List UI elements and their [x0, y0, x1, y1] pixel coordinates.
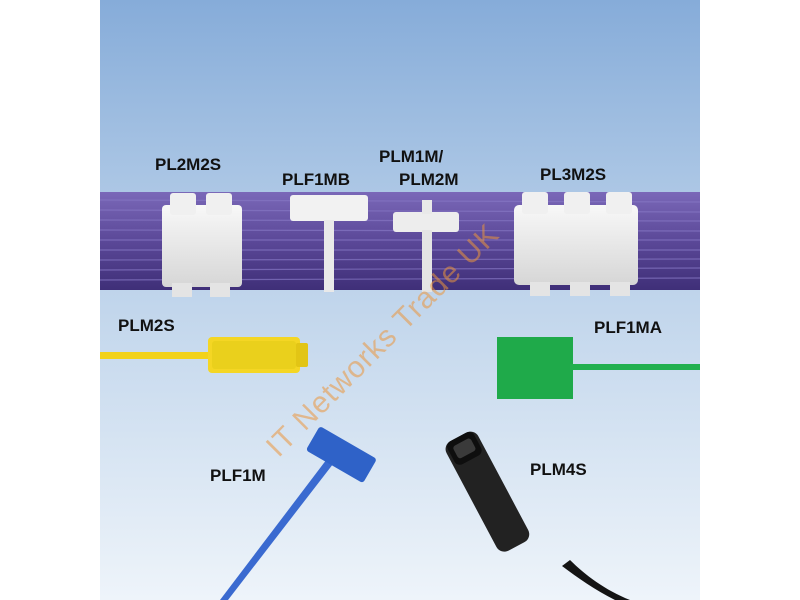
label-plf1mb: PLF1MB [282, 170, 350, 189]
product-photo: PL2M2S PLF1MB PLM1M/ PLM2M PL3M2S PLM2S … [100, 0, 700, 600]
plm4s-tie [445, 431, 630, 600]
label-plm2s: PLM2S [118, 316, 175, 335]
pl3m2s-marker [514, 192, 638, 296]
label-plm1m-line1: PLM1M/ [379, 147, 444, 166]
scene-graphic [100, 0, 700, 600]
label-plf1ma: PLF1MA [594, 318, 662, 337]
plf1mb-marker [290, 195, 368, 292]
label-plm1m-line2: PLM2M [399, 170, 459, 189]
label-pl3m2s: PL3M2S [540, 165, 607, 184]
pl2m2s-marker [162, 193, 242, 297]
plf1ma-tie [497, 337, 700, 399]
label-plf1m: PLF1M [210, 466, 266, 485]
label-plm4s: PLM4S [530, 460, 587, 479]
plm2s-tie [100, 337, 308, 373]
plm1m-marker [393, 200, 459, 292]
label-pl2m2s: PL2M2S [155, 155, 222, 174]
plf1m-tie [220, 427, 376, 600]
background [100, 0, 700, 600]
